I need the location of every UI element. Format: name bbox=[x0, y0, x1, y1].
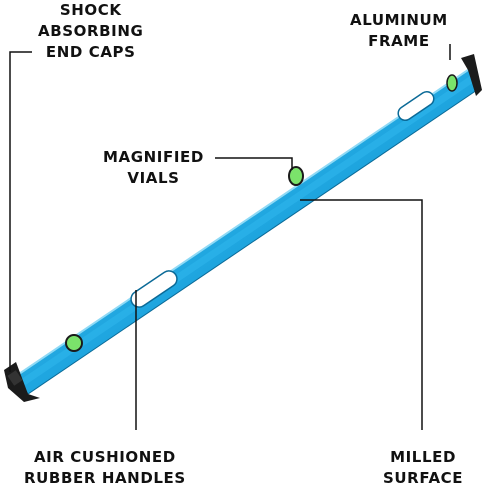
level-top-edge bbox=[15, 69, 469, 377]
callout-air-cushioned: AIR CUSHIONED RUBBER HANDLES bbox=[24, 447, 186, 488]
callout-line: ALUMINUM bbox=[350, 11, 448, 29]
callout-shock-absorbing: SHOCK ABSORBING END CAPS bbox=[38, 0, 143, 63]
callout-line: VIALS bbox=[127, 169, 180, 187]
vial-right bbox=[446, 74, 458, 92]
leader-magnified bbox=[215, 157, 293, 170]
milled-surface bbox=[20, 76, 474, 386]
callout-magnified-vials: MAGNIFIED VIALS bbox=[103, 147, 204, 189]
callout-line: SURFACE bbox=[383, 469, 464, 487]
leader-shock bbox=[9, 51, 32, 372]
callout-milled-surface: MILLED SURFACE bbox=[383, 447, 463, 488]
callout-line: SHOCK bbox=[59, 1, 122, 19]
callout-aluminum-frame: ALUMINUM FRAME bbox=[350, 10, 448, 52]
callout-line: END CAPS bbox=[45, 43, 136, 61]
leader-milled bbox=[300, 199, 423, 430]
callout-line: MILLED bbox=[390, 448, 457, 466]
leader-lines bbox=[9, 44, 451, 430]
callout-line: AIR CUSHIONED bbox=[33, 448, 176, 466]
callout-line: RUBBER HANDLES bbox=[24, 469, 186, 487]
vial-center bbox=[288, 166, 304, 186]
callout-line: FRAME bbox=[368, 32, 430, 50]
end-cap-right bbox=[461, 54, 482, 96]
callout-line: MAGNIFIED bbox=[103, 148, 204, 166]
end-cap-left bbox=[4, 362, 40, 402]
handle-right bbox=[397, 90, 435, 122]
callout-line: ABSORBING bbox=[38, 22, 144, 40]
vial-left bbox=[65, 334, 83, 352]
handle-left bbox=[130, 270, 178, 308]
